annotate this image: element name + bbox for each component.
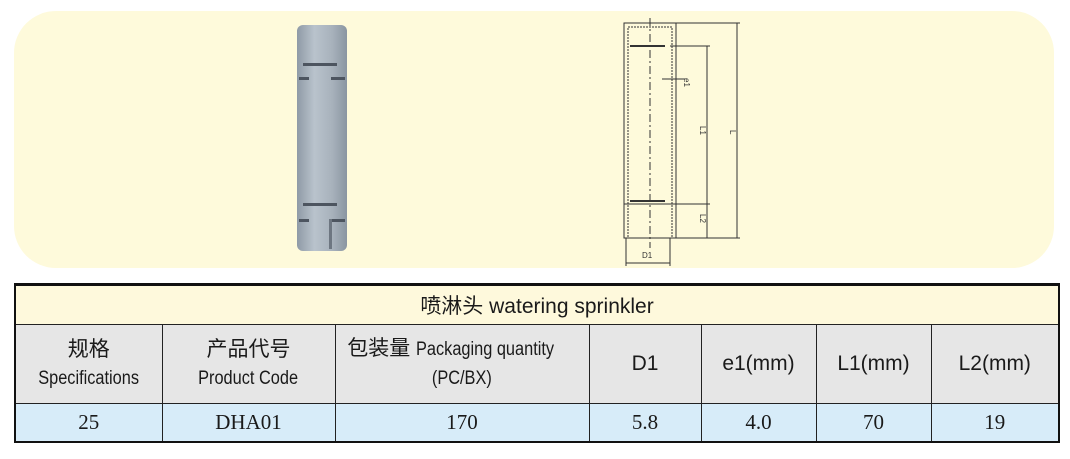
cell-l1: 70	[815, 403, 932, 443]
cell-specifications: 25	[14, 403, 163, 443]
cell-d1: 5.8	[588, 403, 702, 443]
spec-table: 喷淋头 watering sprinkler 规格 Specifications…	[13, 283, 1061, 443]
header-en: Product Code	[198, 367, 299, 389]
svg-text:L: L	[728, 130, 737, 135]
header-product-code: 产品代号 Product Code	[161, 324, 336, 404]
cell-l2: 19	[930, 403, 1061, 443]
svg-text:L2: L2	[698, 214, 707, 223]
header-cn: 规格	[67, 337, 110, 361]
table-row: 25 DHA01 170 5.8 4.0 70 19	[14, 403, 1061, 443]
header-en: Packaging quantity	[416, 339, 555, 360]
header-cn: 产品代号	[206, 337, 291, 361]
header-unit: (PC/BX)	[432, 368, 492, 389]
product-photo-sprinkler-icon	[297, 25, 347, 251]
cell-e1: 4.0	[700, 403, 817, 443]
svg-text:L1: L1	[698, 126, 707, 135]
header-specifications: 规格 Specifications	[14, 324, 163, 404]
table-header-row: 规格 Specifications 产品代号 Product Code 包装量 …	[14, 324, 1061, 404]
technical-drawing: e1 L1 L L2 D1	[623, 18, 740, 266]
cell-packaging-quantity: 170	[334, 403, 590, 443]
svg-text:D1: D1	[642, 251, 653, 260]
header-d1: D1	[588, 324, 702, 404]
cell-product-code: DHA01	[161, 403, 336, 443]
header-e1: e1(mm)	[700, 324, 817, 404]
product-banner	[14, 11, 1054, 268]
svg-text:e1: e1	[682, 78, 691, 87]
header-cn: 包装量	[347, 337, 411, 360]
header-l1: L1(mm)	[815, 324, 932, 404]
header-packaging-quantity: 包装量 Packaging quantity (PC/BX)	[334, 324, 590, 404]
table-title: 喷淋头 watering sprinkler	[13, 283, 1061, 325]
header-en: Specifications	[38, 367, 140, 389]
table-title-row: 喷淋头 watering sprinkler	[13, 283, 1061, 325]
header-l2: L2(mm)	[930, 324, 1061, 404]
